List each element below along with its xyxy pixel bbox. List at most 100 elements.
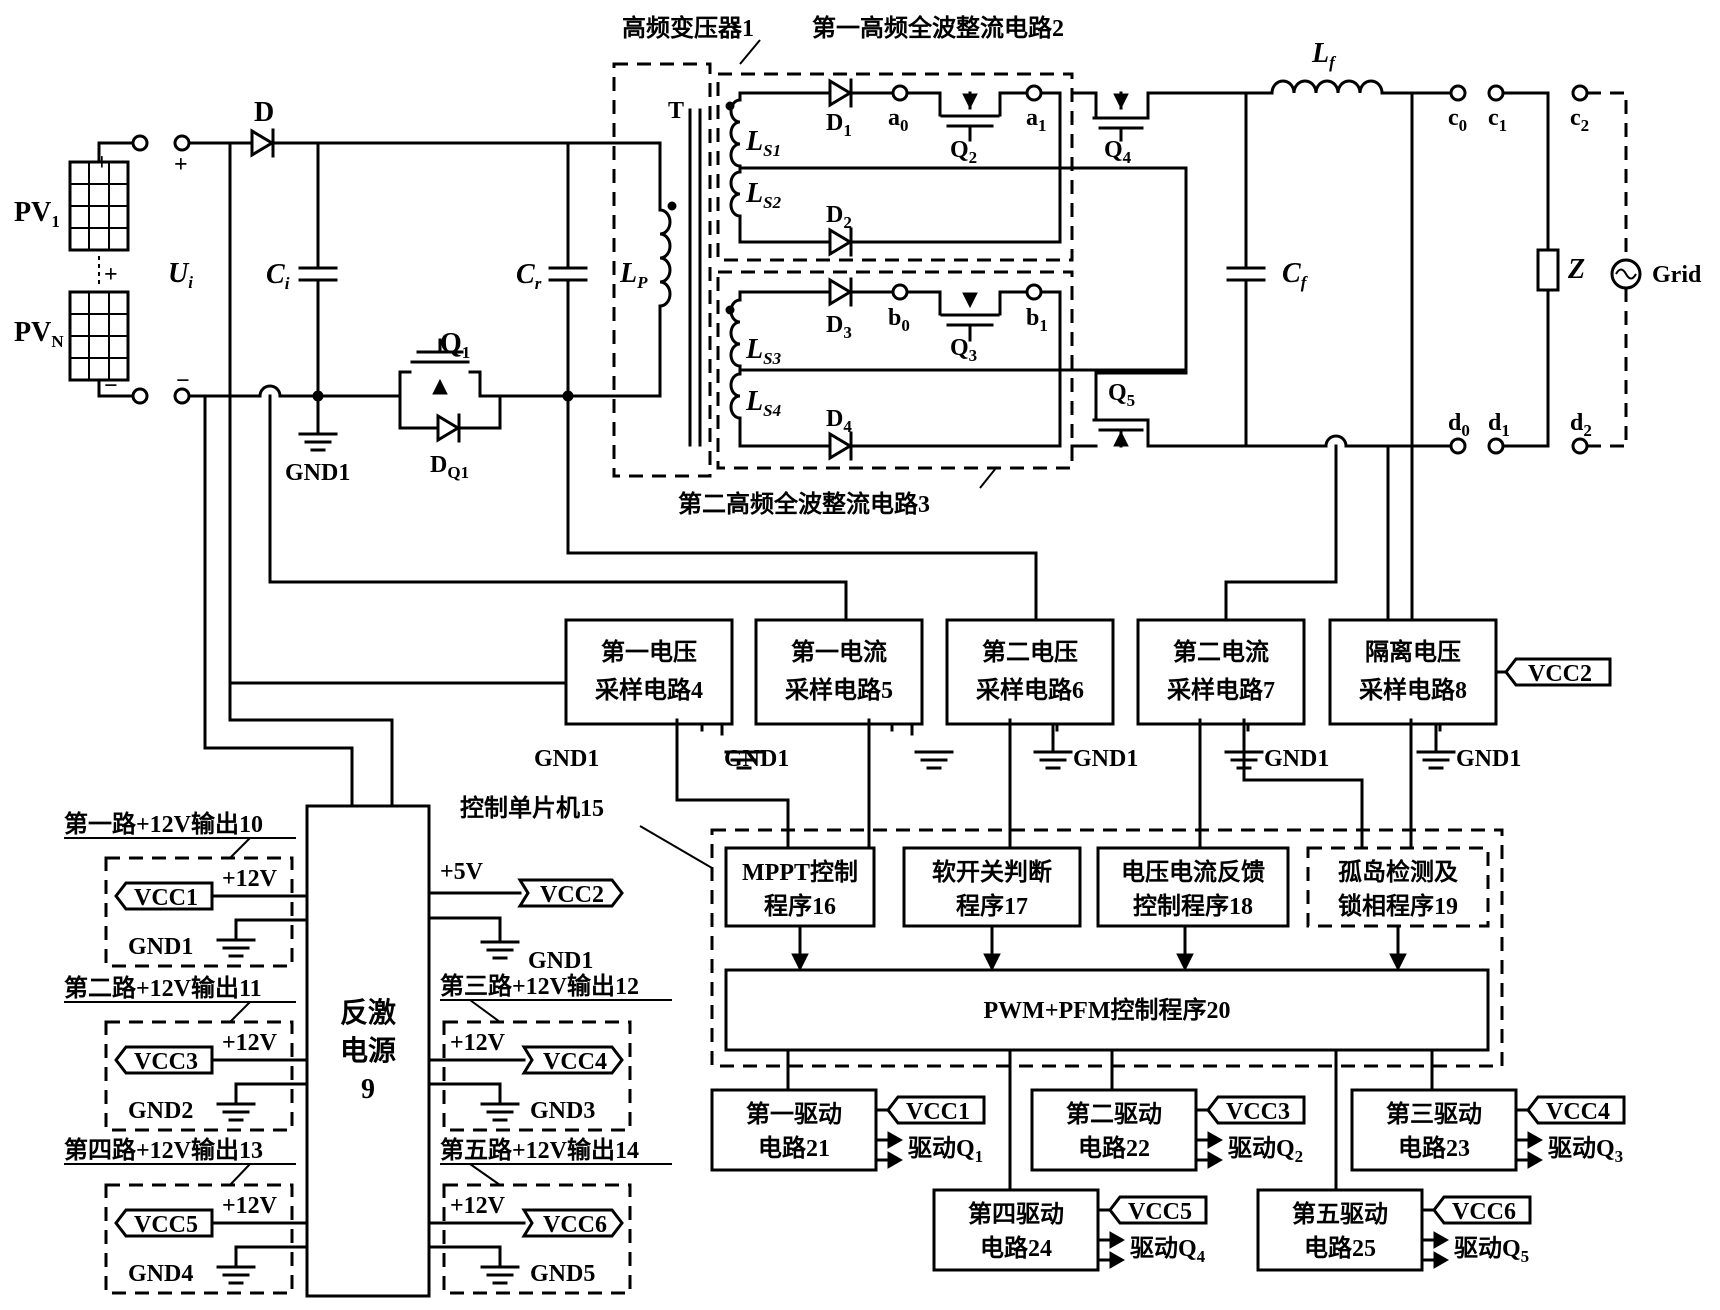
pwm-label: PWM+PFM控制程序20 — [984, 996, 1231, 1024]
mosfet-q3 — [905, 290, 1002, 342]
d3-label: D3 — [826, 312, 852, 342]
ui-label: Ui — [168, 258, 193, 292]
mosfet-q1 — [398, 338, 482, 398]
a0-label: a0 — [888, 105, 909, 135]
cf-label: Cf — [1282, 258, 1309, 292]
output-vcc-tag: VCC4 — [543, 1049, 607, 1075]
program-line2: 控制程序18 — [1133, 892, 1253, 920]
grid-label: Grid — [1652, 262, 1702, 288]
a1-label: a1 — [1026, 105, 1047, 135]
ls4-label: LS4 — [745, 386, 781, 420]
flyback-vcc2: VCC2 — [540, 882, 604, 908]
driver-line2: 电路24 — [980, 1234, 1052, 1262]
sampling-gnd: GND1 — [1264, 746, 1329, 772]
mosfet-q4 — [1092, 91, 1150, 142]
t-label: T — [668, 98, 684, 124]
pv-minus-label: − — [104, 373, 118, 399]
flyback-line2: 电源 — [340, 1035, 396, 1067]
diode-d — [250, 128, 275, 158]
c1-label: c1 — [1488, 105, 1507, 135]
output-title: 第三路+12V输出12 — [440, 972, 639, 1000]
z-label: Z — [1567, 254, 1585, 285]
sampling-line1: 第二电压 — [982, 638, 1078, 666]
driver-vcc-tag: VCC6 — [1452, 1199, 1516, 1225]
driver-output-label: 驱动Q2 — [1228, 1135, 1303, 1166]
pwm-box — [724, 968, 1490, 1052]
output-vcc-tag: VCC1 — [134, 885, 198, 911]
cr-label: Cr — [516, 259, 542, 293]
mosfet-q5 — [1092, 371, 1150, 448]
d2t-label: d2 — [1570, 410, 1592, 440]
sampling-line1: 第一电流 — [791, 638, 887, 666]
ci-label: Ci — [266, 259, 290, 293]
program-line1: 孤岛检测及 — [1338, 858, 1458, 886]
d1t-label: d1 — [1488, 410, 1510, 440]
flyback-5v: +5V — [440, 859, 484, 885]
q2-label: Q2 — [950, 137, 977, 167]
sampling-group: 第一电压采样电路4GND1第一电流采样电路5GND1第二电压采样电路6GND1第… — [534, 618, 1612, 772]
output-title: 第四路+12V输出13 — [64, 1136, 263, 1164]
c2-label: c2 — [1570, 105, 1589, 135]
b0-label: b0 — [888, 305, 910, 335]
pv1-label: PV1 — [14, 197, 60, 231]
sampling-line2: 采样电路4 — [595, 676, 703, 704]
output-voltage: +12V — [222, 1193, 278, 1219]
pvn-label: PVN — [14, 317, 64, 351]
pv-panel-n — [68, 290, 130, 382]
sampling-line2: 采样电路6 — [976, 676, 1084, 704]
driver-output-label: 驱动Q4 — [1130, 1235, 1206, 1266]
sampling-gnd: GND1 — [724, 746, 789, 772]
c0-label: c0 — [1448, 105, 1467, 135]
driver-line1: 第二驱动 — [1066, 1100, 1162, 1128]
gnd1-main-label: GND1 — [285, 460, 350, 486]
driver-vcc-tag: VCC4 — [1546, 1099, 1610, 1125]
b1-label: b1 — [1026, 305, 1048, 335]
dq1-label: DQ1 — [430, 452, 469, 482]
driver-output-label: 驱动Q5 — [1454, 1235, 1529, 1266]
q4-label: Q4 — [1104, 137, 1132, 167]
driver-output-label: 驱动Q3 — [1548, 1135, 1623, 1166]
d4-label: D4 — [826, 406, 852, 436]
pv-plus-label: + — [95, 150, 109, 176]
sampling-line2: 采样电路7 — [1167, 676, 1275, 704]
output-gnd: GND3 — [530, 1098, 595, 1124]
q3-label: Q3 — [950, 335, 977, 365]
output-title: 第二路+12V输出11 — [64, 974, 262, 1002]
driver-vcc-tag: VCC1 — [906, 1099, 970, 1125]
driver-line2: 电路21 — [758, 1134, 830, 1162]
ls3-label: LS3 — [745, 334, 782, 368]
sampling-line2: 采样电路5 — [785, 676, 893, 704]
flyback-line3: 9 — [361, 1074, 375, 1105]
lp-label: LP — [619, 258, 648, 292]
output-vcc-tag: VCC3 — [134, 1049, 198, 1075]
transformer-label: 高频变压器1 — [622, 14, 754, 42]
sampling-gnd: GND1 — [1073, 746, 1138, 772]
driver-line2: 电路25 — [1304, 1234, 1376, 1262]
flyback-line1: 反激 — [340, 997, 396, 1029]
ls1-label: LS1 — [745, 126, 781, 160]
output-title: 第一路+12V输出10 — [64, 810, 263, 838]
output-voltage: +12V — [222, 1030, 278, 1056]
driver-output-label: 驱动Q1 — [908, 1135, 983, 1166]
flyback-gnd1: GND1 — [528, 948, 593, 974]
driver-vcc-tag: VCC3 — [1226, 1099, 1290, 1125]
d1-label: D1 — [826, 110, 852, 140]
sampling-vcc-tag: VCC2 — [1528, 661, 1592, 687]
sampling-line2: 采样电路8 — [1359, 676, 1467, 704]
program-line2: 程序16 — [764, 892, 836, 920]
mcu-label: 控制单片机15 — [460, 794, 604, 822]
